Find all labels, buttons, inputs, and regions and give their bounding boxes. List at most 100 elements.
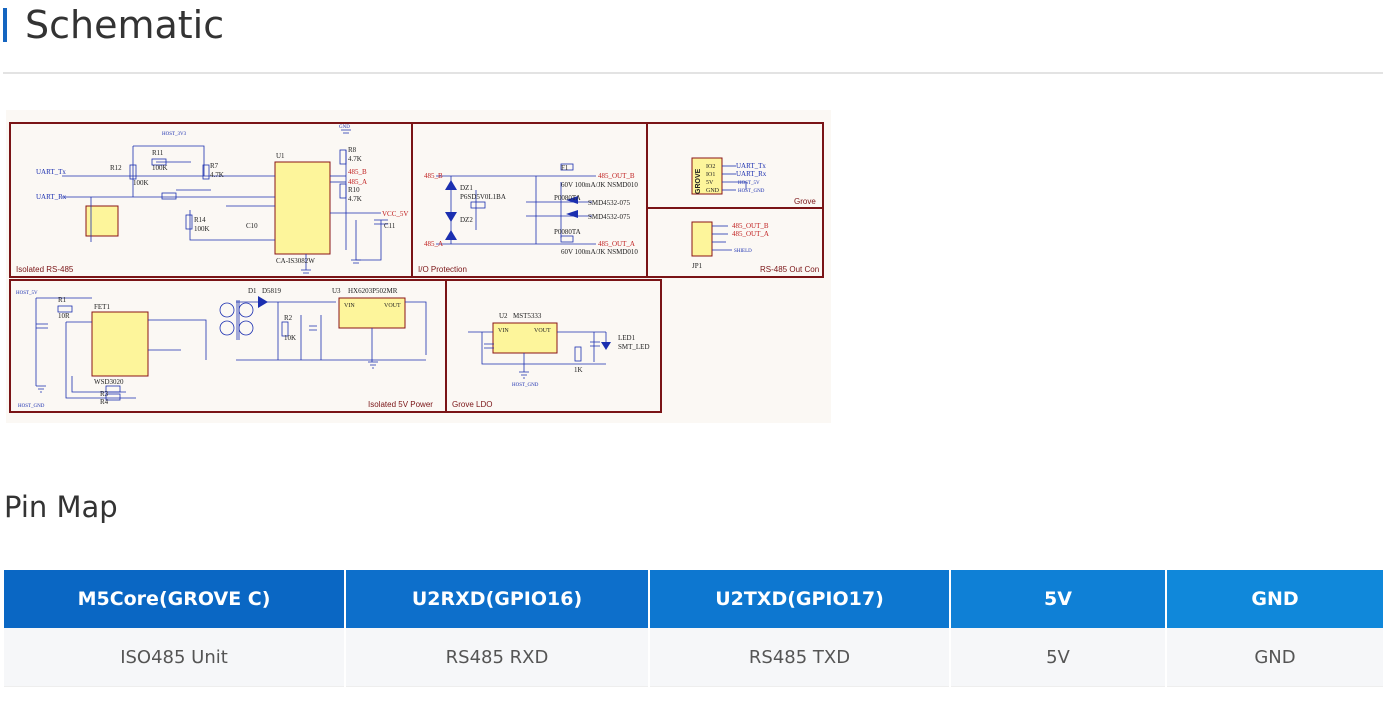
chip-grove	[691, 157, 723, 195]
label-r10: R10	[348, 186, 360, 194]
label-d1-part: D5819	[262, 287, 282, 295]
block-title-out: RS-485 Out Con	[760, 265, 819, 274]
net-shield: SHIELD	[734, 249, 752, 254]
label-pin-io2: IO2	[706, 164, 715, 170]
label-u2-vout: VOUT	[534, 328, 551, 334]
label-r7-val: 4.7K	[210, 171, 224, 179]
pin-map-table: M5Core(GROVE C) U2RXD(GPIO16) U2TXD(GPIO…	[4, 570, 1383, 687]
block-frame-grove	[646, 122, 824, 209]
net-jp-out-a: 485_OUT_A	[732, 230, 769, 238]
net-uart-rx: UART_Rx	[36, 193, 67, 201]
label-led-part: SMT_LED	[618, 343, 650, 351]
label-led1: LED1	[618, 334, 636, 342]
label-r8-val: 4.7K	[348, 155, 362, 163]
label-fuse-b: 60V 100mA/JK NSMD010	[561, 181, 638, 189]
net-host5v-grove: HOST_5V	[738, 181, 760, 186]
label-r1-val: 10R	[58, 312, 70, 320]
label-u3-vin: VIN	[344, 303, 355, 309]
net-485b-left: 485_B	[424, 172, 443, 180]
label-r12: R12	[110, 164, 122, 172]
net-485b-u1: 485_B	[348, 168, 367, 176]
label-pin-5v: 5V	[706, 180, 714, 186]
label-c11: C11	[384, 222, 396, 230]
table-row: ISO485 Unit RS485 RXD RS485 TXD 5V GND	[4, 628, 1383, 687]
table-cell: 5V	[950, 628, 1167, 687]
table-header-cell: M5Core(GROVE C)	[4, 570, 346, 628]
label-r1: R1	[58, 296, 67, 304]
table-cell: GND	[1166, 628, 1383, 687]
label-u2-part: MST5333	[513, 312, 542, 320]
label-r11: R11	[152, 149, 164, 157]
pin-map-title: Pin Map	[4, 490, 118, 524]
table-cell: ISO485 Unit	[4, 628, 346, 687]
net-out-a: 485_OUT_A	[598, 240, 635, 248]
label-r7: R7	[210, 162, 219, 170]
label-u3-vout: VOUT	[384, 303, 401, 309]
label-u3: U3	[332, 287, 341, 295]
label-fet1: FET1	[94, 303, 110, 311]
label-pin-io1: IO1	[706, 172, 715, 178]
label-tvs: P6SD5V0L1BA	[460, 193, 506, 201]
label-fuse-a: 60V 100mA/JK NSMD010	[561, 248, 638, 256]
table-cell: RS485 RXD	[345, 628, 650, 687]
chip-u2	[492, 322, 558, 354]
label-r-1k: 1K	[574, 366, 583, 374]
net-gnd-top: GND	[339, 125, 350, 130]
net-uart-tx-grove: UART_Tx	[736, 162, 766, 170]
label-c10: C10	[246, 222, 258, 230]
heading-accent-bar	[3, 8, 7, 42]
label-ptc-1: P0080TA	[554, 194, 581, 202]
label-r2: R2	[284, 314, 293, 322]
label-u2-vin: VIN	[498, 328, 509, 334]
label-r2-val: 10K	[284, 334, 296, 342]
label-r14-val: 100K	[194, 225, 210, 233]
label-u2: U2	[499, 312, 508, 320]
net-jp-out-b: 485_OUT_B	[732, 222, 769, 230]
label-dz2: DZ2	[460, 216, 473, 224]
net-out-b: 485_OUT_B	[598, 172, 635, 180]
chip-u3	[338, 297, 406, 329]
table-header-row: M5Core(GROVE C) U2RXD(GPIO16) U2TXD(GPIO…	[4, 570, 1383, 628]
label-u1: U1	[276, 152, 285, 160]
label-fet-part: WSD3020	[94, 378, 124, 386]
label-jp1: JP1	[692, 262, 703, 270]
label-r4: R4	[100, 398, 109, 406]
label-u1-part: CA-IS3082W	[276, 257, 315, 265]
label-r3: R3	[100, 390, 109, 398]
net-hostgnd-2: HOST_GND	[512, 383, 539, 388]
block-title-grove: Grove	[794, 197, 816, 206]
net-485a-u1: 485_A	[348, 178, 367, 186]
label-r11-val: 100K	[152, 164, 168, 172]
page-title: Schematic	[25, 3, 225, 47]
label-r12-val: 100K	[133, 179, 149, 187]
table-header-cell: U2TXD(GPIO17)	[649, 570, 951, 628]
block-frame-out	[646, 207, 824, 278]
label-d1: D1	[248, 287, 257, 295]
table-cell: RS485 TXD	[649, 628, 951, 687]
label-pin-gnd: GND	[706, 188, 720, 194]
net-vcc5v: VCC_5V	[382, 210, 408, 218]
heading-divider	[3, 72, 1383, 74]
label-dz1: DZ1	[460, 184, 473, 192]
net-host3v3: HOST_3V3	[162, 132, 187, 137]
block-frame-ldo	[445, 279, 662, 413]
label-u3-part: HX6203P502MR	[348, 287, 398, 295]
label-grove-conn: GROVE	[695, 168, 702, 194]
net-hostgnd-1: HOST_GND	[18, 404, 45, 409]
label-gdt-1: SMD4532-075	[588, 199, 631, 207]
chip-jp1	[691, 221, 713, 257]
net-host5v-1: HOST_5V	[16, 291, 38, 296]
label-gdt-2: SMD4532-075	[588, 213, 631, 221]
label-ptc-2: P0080TA	[554, 228, 581, 236]
block-title-protection: I/O Protection	[418, 265, 467, 274]
block-title-ldo: Grove LDO	[452, 400, 492, 409]
table-header-cell: 5V	[950, 570, 1167, 628]
chip-fet1	[91, 311, 149, 377]
schematic-heading: Schematic	[3, 2, 224, 48]
label-r14: R14	[194, 216, 206, 224]
net-uart-rx-grove: UART_Rx	[736, 170, 767, 178]
schematic-drawing: Isolated RS-485 I/O Protection Grove RS-…	[9, 122, 824, 413]
chip-u1	[274, 161, 331, 255]
label-r10-val: 4.7K	[348, 195, 362, 203]
label-r8: R8	[348, 146, 357, 154]
